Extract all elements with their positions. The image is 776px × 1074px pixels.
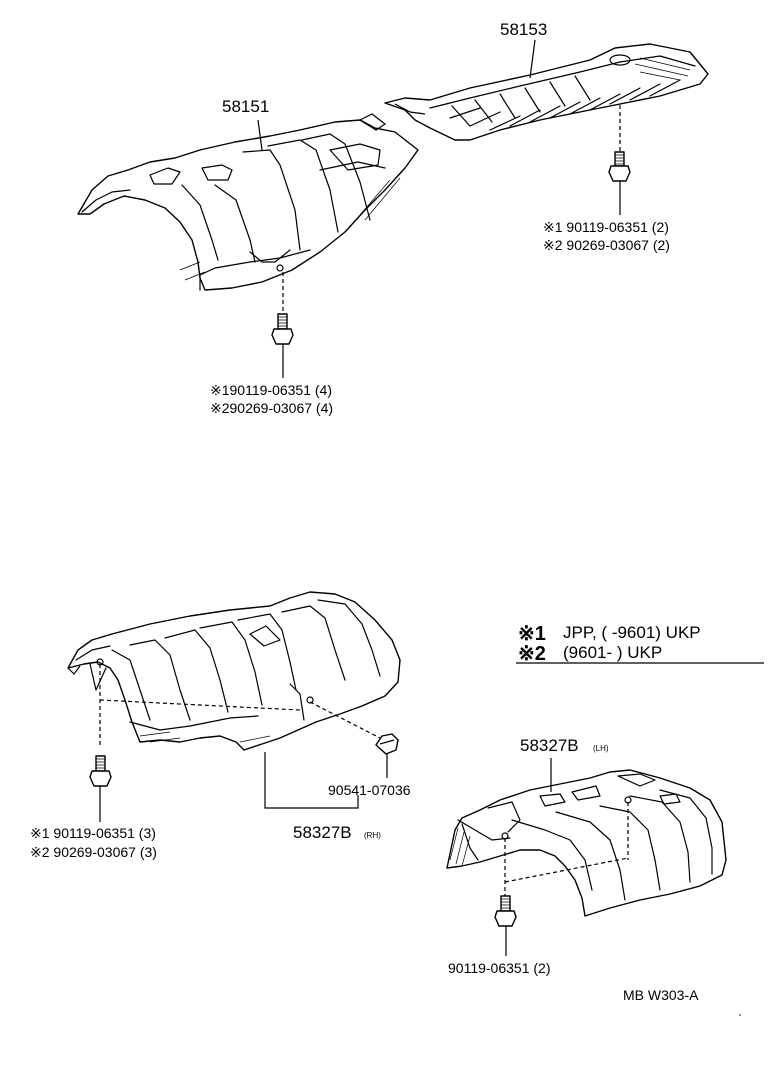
dashed-line-rh-2 — [99, 699, 301, 711]
bolt-icon — [494, 895, 517, 927]
fastener-lower-left-line1: ※1 90119-06351 (3) — [30, 825, 156, 841]
leader-58327b-rh — [264, 752, 359, 809]
bolt-icon — [608, 151, 631, 182]
dashed-line-rh-3 — [309, 701, 381, 739]
part-number-58327b-lh: 58327B — [520, 736, 579, 755]
legend-text-1: JPP, ( -9601) UKP — [563, 623, 701, 642]
leader-58151 — [257, 119, 263, 151]
heat-insulator-58151 — [77, 113, 419, 291]
fastener-upper-left-line1: ※190119-06351 (4) — [210, 382, 332, 398]
fastener-lower-left-line2: ※2 90269-03067 (3) — [30, 844, 157, 860]
fastener-upper-left-line2: ※290269-03067 (4) — [210, 400, 333, 416]
bolt-icon — [271, 313, 294, 345]
fastener-upper-right-line2: ※2 90269-03067 (2) — [543, 237, 670, 253]
legend-text-2: (9601- ) UKP — [563, 643, 662, 662]
part-number-58151: 58151 — [222, 97, 269, 116]
heat-insulator-58327b-rh — [67, 591, 401, 751]
fastener-lower-right: 90119-06351 (2) — [448, 960, 550, 976]
part-side-rh: (RH) — [364, 831, 381, 840]
part-side-lh: (LH) — [593, 744, 609, 753]
heat-insulator-58153 — [384, 43, 709, 141]
legend: ※1 JPP, ( -9601) UKP ※2 (9601- ) UKP — [516, 623, 764, 665]
legend-mark-1: ※1 — [518, 623, 546, 645]
diagram-code: MB W303-A — [623, 987, 699, 1003]
scan-dot — [739, 1014, 741, 1016]
part-number-58153: 58153 — [500, 20, 547, 39]
bolt-icon — [89, 755, 112, 787]
clip-icon — [375, 733, 399, 755]
fastener-upper-right-line1: ※1 90119-06351 (2) — [543, 219, 669, 235]
leader-58153 — [529, 39, 536, 79]
legend-mark-2: ※2 — [518, 643, 546, 665]
heat-insulator-58327b-lh — [446, 769, 727, 917]
clip-part-number: 90541-07036 — [328, 782, 411, 798]
part-number-58327b-rh: 58327B — [293, 823, 352, 842]
